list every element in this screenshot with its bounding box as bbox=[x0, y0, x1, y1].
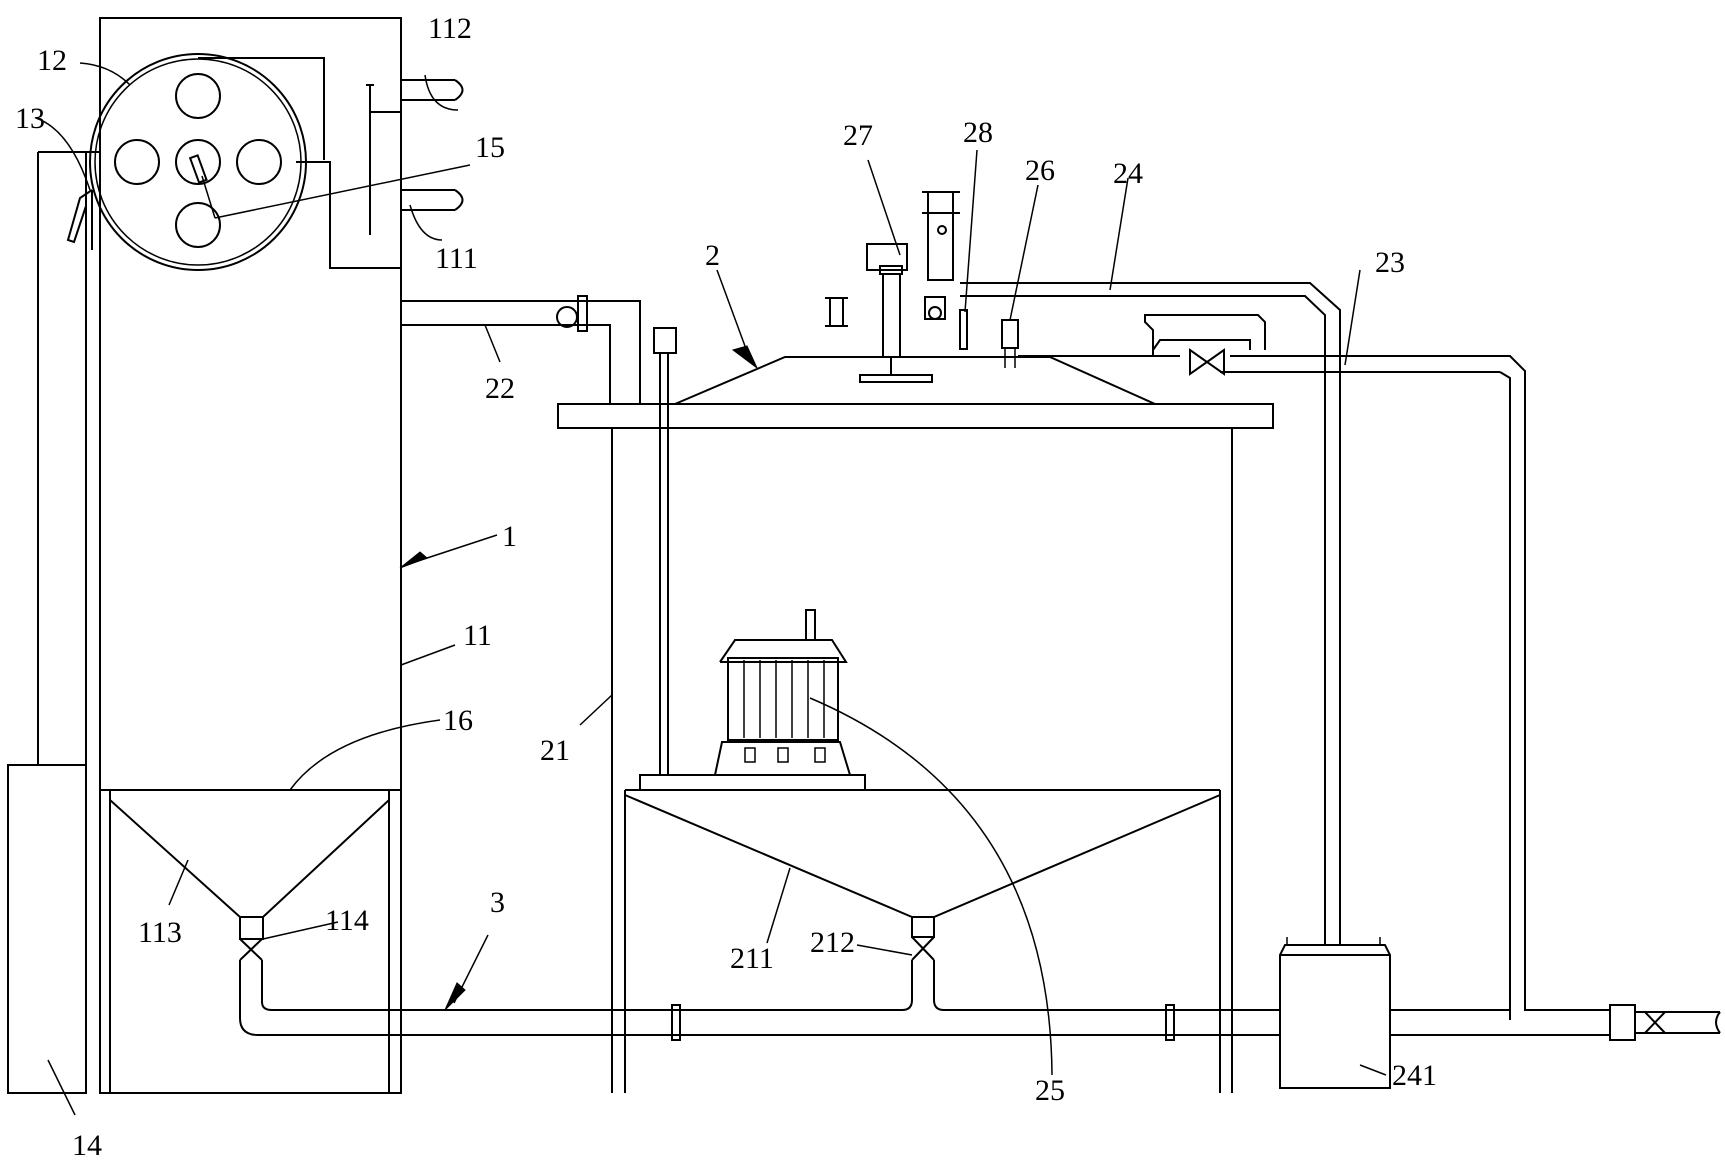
label-26: 26 bbox=[1025, 154, 1055, 187]
label-13: 13 bbox=[15, 102, 45, 135]
label-211: 211 bbox=[730, 942, 774, 975]
label-27: 27 bbox=[843, 119, 873, 152]
pipe-24 bbox=[960, 282, 1341, 945]
control-box-14 bbox=[7, 151, 100, 1094]
label-212: 212 bbox=[810, 926, 855, 959]
filter-25 bbox=[639, 609, 866, 791]
tank-241 bbox=[1279, 937, 1391, 1089]
label-113: 113 bbox=[138, 916, 182, 949]
leader-lines bbox=[35, 62, 1387, 1116]
label-24: 24 bbox=[1113, 157, 1143, 190]
label-112: 112 bbox=[428, 12, 472, 45]
label-16: 16 bbox=[443, 704, 473, 737]
drain-pipe-3 bbox=[239, 936, 1721, 1041]
tank-2 bbox=[557, 327, 1274, 1093]
label-21: 21 bbox=[540, 734, 570, 767]
label-15: 15 bbox=[475, 131, 505, 164]
label-3: 3 bbox=[490, 886, 505, 919]
label-1: 1 bbox=[502, 520, 517, 553]
label-114: 114 bbox=[325, 904, 369, 937]
label-12: 12 bbox=[37, 44, 67, 77]
label-2: 2 bbox=[705, 239, 720, 272]
inlet-pipes bbox=[366, 79, 464, 235]
duct-22 bbox=[401, 295, 641, 404]
label-22: 22 bbox=[485, 372, 515, 405]
lid-equipment bbox=[825, 191, 1019, 383]
label-111: 111 bbox=[435, 242, 478, 275]
dryer-tower bbox=[99, 17, 402, 1094]
drum-12 bbox=[66, 53, 401, 271]
label-25: 25 bbox=[1035, 1074, 1065, 1107]
pipe-23 bbox=[1018, 314, 1610, 1020]
reference-labels: 12 13 112 15 111 27 28 26 24 2 23 22 1 1… bbox=[15, 12, 1437, 1162]
label-28: 28 bbox=[963, 116, 993, 149]
label-23: 23 bbox=[1375, 246, 1405, 279]
label-14: 14 bbox=[72, 1129, 102, 1162]
label-241: 241 bbox=[1392, 1059, 1437, 1092]
label-11: 11 bbox=[463, 619, 492, 652]
